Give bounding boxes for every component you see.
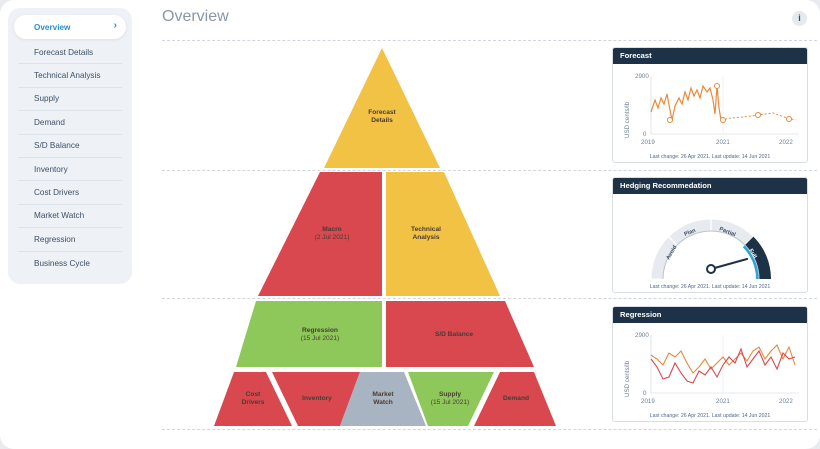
divider [162,298,817,299]
pyramid-inventory[interactable] [272,372,360,426]
card-footer: Last change: 26 Apr 2021. Last update: 1… [649,154,771,160]
sidebar-item-business-cycle[interactable]: Business Cycle [18,252,122,275]
pyramid-graphic [214,48,556,426]
x-tick: 2021 [716,398,730,405]
card-title: Forecast [613,48,807,64]
gauge-segment-full [745,236,771,279]
sidebar-item-label: Business Cycle [34,258,90,268]
divider [162,170,817,171]
chevron-right-icon: › [113,20,117,31]
forecast-marker [786,116,792,122]
pyramid-macro[interactable] [258,172,382,296]
regression-series-line [650,347,796,384]
x-tick: 2021 [716,139,730,146]
card-title: Regression [613,307,807,323]
gauge-separator [668,236,678,246]
forecast-history-line [650,84,722,121]
pyramid-cost-drivers[interactable] [214,372,292,426]
sidebar-item-label: Demand [34,117,65,127]
divider [162,40,817,41]
y-tick: 2900 [635,332,649,339]
sidebar-item-label: Cost Drivers [34,188,80,198]
info-button[interactable]: i [792,11,807,26]
forecast-marker [755,112,761,118]
sidebar-item-overview[interactable]: Overview › [14,15,126,39]
forecast-marker [667,117,673,123]
gauge-label-full: Full [747,248,757,260]
sidebar-item-label: Regression [34,234,76,244]
gauge-needle [709,257,749,271]
sidebar-item-sd-balance[interactable]: S/D Balance [18,135,122,158]
y-axis-label: USD cents/lb [624,101,631,138]
hedging-card[interactable]: Hedging Recommedation Avoid Plan Partial… [612,177,808,293]
sidebar-item-label: Supply [34,94,60,104]
sidebar-item-label: S/D Balance [34,141,80,151]
sidebar-item-forecast-details[interactable]: Forecast Details [18,41,122,65]
sidebar-item-regression[interactable]: Regression [18,228,122,252]
page-title: Overview [162,8,229,25]
forecast-chart: USD cents/lb 2900 0 2019 2021 2022 [624,73,799,146]
card-footer: Last change: 26 Apr 2021. Last update: 1… [649,413,771,419]
regression-chart: USD cents/lb 2900 0 2019 2021 2022 [624,332,799,405]
sidebar-item-label: Forecast Details [34,47,94,57]
sidebar-item-cost-drivers[interactable]: Cost Drivers [18,181,122,205]
y-axis-label: USD cents/lb [624,360,631,397]
card-footer: Last change: 26 Apr 2021. Last update: 1… [649,284,771,290]
pyramid-demand[interactable] [474,372,556,426]
pyramid-technical-analysis[interactable] [386,172,500,296]
pyramid-market-watch[interactable] [340,372,426,426]
regression-series-line [650,344,796,374]
card-title: Hedging Recommedation [613,178,807,194]
forecast-card[interactable]: Forecast USD cents/lb 2900 0 2019 2021 2… [612,47,808,163]
sidebar-item-label: Inventory [34,164,68,174]
y-tick: 2900 [635,73,649,80]
hedging-gauge: Avoid Plan Partial Full [650,218,772,280]
gauge-needle-pivot [706,264,716,274]
gauge-inner-arc [662,230,760,280]
pyramid-regression[interactable] [236,301,382,367]
y-tick: 0 [643,390,647,397]
sidebar-item-supply[interactable]: Supply [18,88,122,112]
x-tick: 2022 [779,398,793,405]
x-tick: 2019 [641,139,655,146]
y-tick: 0 [643,131,647,138]
regression-card[interactable]: Regression USD cents/lb 2900 0 2019 2021… [612,306,808,422]
sidebar-item-technical-analysis[interactable]: Technical Analysis [18,64,122,88]
sidebar-item-inventory[interactable]: Inventory [18,158,122,182]
pyramid-supply[interactable] [408,372,494,426]
forecast-marker [714,83,720,89]
forecast-marker [720,117,726,123]
sidebar-item-label: Technical Analysis [34,71,101,81]
divider [162,429,817,430]
pyramid-forecast-details[interactable] [324,48,440,168]
sidebar-item-label: Market Watch [34,211,85,221]
sidebar-item-label: Overview [34,22,71,32]
x-tick: 2019 [641,398,655,405]
sidebar: Overview › Forecast Details Technical An… [8,8,132,284]
sidebar-item-market-watch[interactable]: Market Watch [18,205,122,229]
gauge-label-plan: Plan [684,228,698,238]
sidebar-item-demand[interactable]: Demand [18,111,122,135]
pyramid-sd-balance[interactable] [386,301,534,367]
x-tick: 2022 [779,139,793,146]
